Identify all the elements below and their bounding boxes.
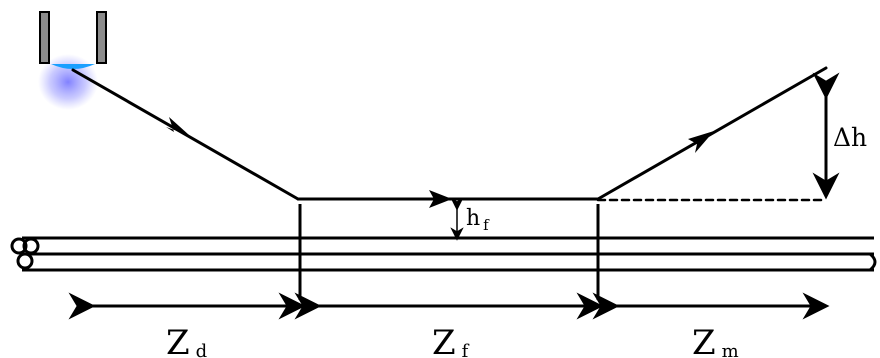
segment-boundaries (298, 204, 600, 300)
fiber-end-3 (16, 252, 34, 270)
label-z-f-main: Z (432, 323, 456, 358)
arrow-flat (429, 190, 452, 208)
emitter-glow (38, 54, 98, 110)
beam-direction-arrows (166, 117, 714, 208)
label-z-f-sub: f (462, 341, 470, 358)
emitter-lens (51, 64, 95, 69)
fiber-end-1 (10, 237, 28, 255)
label-z-d-main: Z (166, 323, 190, 358)
beam-reflected (596, 66, 828, 201)
arrow-incident (166, 117, 189, 135)
label-h-f-main: h (466, 206, 480, 231)
fiber-end-2 (22, 237, 40, 255)
label-z-m-main: Z (692, 323, 716, 358)
label-h-f-sub: f (483, 216, 490, 234)
emitter-right-plate (96, 11, 107, 64)
fiber-bundle-icon (10, 236, 877, 272)
emitter-icon (38, 11, 107, 110)
beam-path (71, 66, 828, 202)
arrow-reflected (688, 131, 714, 153)
label-delta-h: Δh (833, 123, 867, 152)
label-z-m-sub: m (722, 341, 739, 358)
fiber-end-cap (869, 252, 877, 272)
label-z-d-sub: d (196, 341, 208, 358)
dimension-arrows (68, 72, 840, 320)
beam-incident (71, 68, 300, 201)
emitter-left-plate (39, 11, 50, 64)
